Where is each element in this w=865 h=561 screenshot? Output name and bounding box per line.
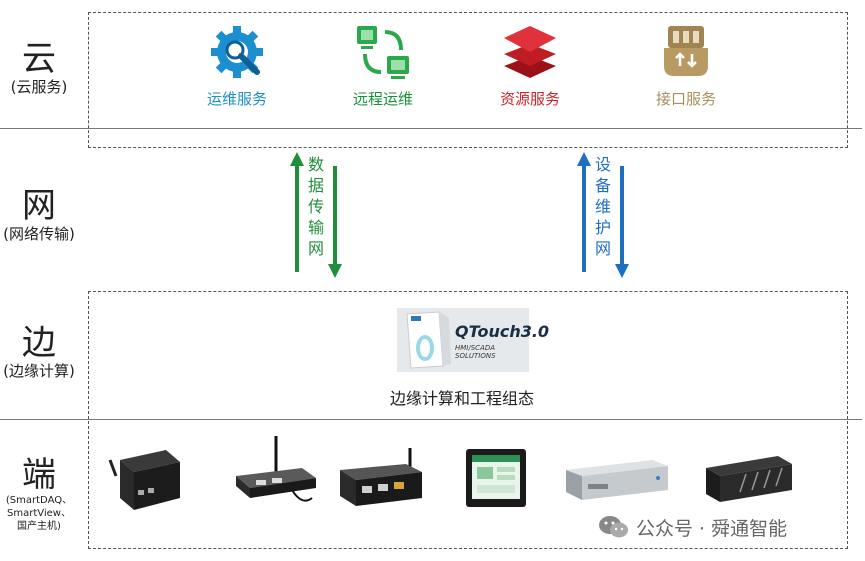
edge-divider bbox=[0, 419, 862, 420]
service-ops-label: 运维服务 bbox=[206, 90, 267, 108]
watermark-text: 公众号 · 舜通智能 bbox=[636, 518, 788, 540]
service-resource: 资源服务 bbox=[470, 22, 590, 108]
layer-terminal-subtitle-3: 国产主机) bbox=[17, 521, 61, 532]
service-resource-label: 资源服务 bbox=[499, 90, 560, 108]
service-ops: 运维服务 bbox=[177, 22, 297, 108]
layer-terminal-subtitle-1: (SmartDAQ、 bbox=[5, 495, 73, 506]
maintenance-label: 设备维护网 bbox=[594, 155, 611, 258]
edge-terminal-box bbox=[88, 291, 848, 549]
layer-edge-title: 边 (边缘计算) bbox=[0, 324, 78, 380]
arrow-down-icon bbox=[615, 166, 629, 278]
arrow-up-icon bbox=[577, 152, 591, 272]
rack-server-icon bbox=[566, 460, 668, 500]
layer-terminal-name: 端 bbox=[22, 455, 56, 495]
data-transfer-arrows bbox=[290, 152, 342, 278]
wechat-icon bbox=[599, 516, 628, 538]
service-interface: 接口服务 bbox=[626, 22, 746, 108]
qtouch-banner: QTouch3.0 HMI/SCADA SOLUTIONS bbox=[397, 308, 549, 372]
io-module-icon bbox=[340, 448, 422, 506]
remote-network-icon bbox=[357, 26, 409, 79]
cloud-divider bbox=[0, 128, 862, 129]
gear-wrench-icon bbox=[211, 26, 263, 78]
qtouch-tagline: HMI/SCADA SOLUTIONS bbox=[455, 344, 496, 360]
layer-edge-subtitle: (边缘计算) bbox=[3, 362, 75, 380]
service-interface-label: 接口服务 bbox=[655, 90, 716, 108]
layer-cloud-subtitle: (云服务) bbox=[10, 78, 68, 96]
layer-network-name: 网 bbox=[22, 186, 56, 226]
industrial-pc-icon bbox=[706, 456, 792, 502]
layer-cloud-name: 云 bbox=[22, 39, 56, 79]
software-box-icon bbox=[406, 311, 451, 369]
data-transfer-label: 数据传输网 bbox=[307, 155, 324, 258]
layer-network-subtitle: (网络传输) bbox=[3, 225, 75, 243]
touch-panel-icon bbox=[466, 449, 526, 507]
layer-edge-name: 边 bbox=[22, 323, 56, 363]
gateway-box-icon bbox=[108, 450, 180, 510]
maintenance-arrows bbox=[577, 152, 629, 278]
antenna-controller-icon bbox=[236, 436, 316, 502]
qtouch-product-name: QTouch3.0 bbox=[455, 322, 550, 341]
interface-plug-icon bbox=[664, 26, 708, 76]
layer-cloud-title: 云 (云服务) bbox=[0, 40, 78, 96]
service-remote-label: 远程运维 bbox=[352, 90, 413, 108]
layer-terminal-title: 端 (SmartDAQ、 SmartView、 国产主机) bbox=[0, 456, 78, 533]
layer-terminal-subtitle-2: SmartView、 bbox=[7, 508, 71, 519]
arrow-down-icon bbox=[328, 166, 342, 278]
cloud-layer-box bbox=[88, 12, 848, 148]
edge-caption: 边缘计算和工程组态 bbox=[389, 389, 534, 408]
layer-network-title: 网 (网络传输) bbox=[0, 187, 78, 243]
layers-icon bbox=[504, 26, 556, 78]
service-remote: 远程运维 bbox=[323, 22, 443, 108]
arrow-up-icon bbox=[290, 152, 304, 272]
